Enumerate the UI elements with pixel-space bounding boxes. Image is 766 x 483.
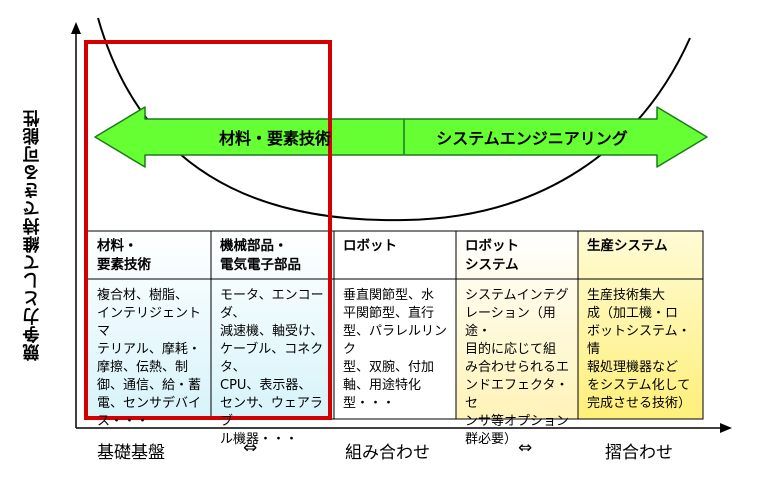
body-line: ボットシステム・情 [587, 324, 691, 357]
column-body-parts: モータ、エンコーダ、 減速機、軸受け、 ケーブル、コネクタ、 CPU、表示器、 … [214, 283, 336, 453]
axes [71, 22, 732, 433]
header-line: 生産システム [587, 238, 668, 254]
body-line: をシステム化して [587, 378, 691, 393]
body-line: ンサ等オプション [465, 414, 570, 429]
header-line: システム [465, 257, 519, 273]
body-line: ンドエフェクタ・セ [465, 378, 569, 411]
body-line: モータ、エンコーダ、 [220, 288, 324, 321]
bottom-label-foundation: 基礎基盤 [97, 443, 165, 463]
arrow-left-label: 材料・要素技術 [218, 129, 331, 148]
body-line: 完成させる技術） [587, 396, 692, 411]
header-line: 機械部品・ [220, 238, 288, 254]
double-arrow [94, 106, 708, 168]
yaxis-label: 競争力として維持できる可能性 [23, 109, 44, 361]
body-line: 平関節型、直行 [343, 306, 435, 321]
column-header-robot: ロボット [337, 233, 455, 260]
column-bg-materials [87, 231, 211, 419]
body-line: センサ、ウェアラブ [220, 396, 323, 429]
table-grid [86, 230, 704, 420]
body-line: 電、センサデバイ [97, 396, 202, 411]
body-line: レーション（用途・ [465, 306, 556, 339]
body-line: システムインテグ [465, 288, 569, 303]
body-line: 型・・・ [343, 396, 396, 411]
bottom-label-arrow-2: ⇔ [518, 438, 533, 458]
body-line: 生産技術集大 [587, 288, 666, 303]
body-line: インテリジェントマ [97, 306, 202, 339]
body-line: 目的に応じて組 [465, 342, 557, 357]
body-line: ケーブル、コネクタ、 [220, 342, 324, 375]
highlight-box [84, 40, 332, 420]
arrow-right-label: システムエンジニアリング [436, 129, 628, 148]
bottom-label-combination: 組み合わせ [345, 443, 430, 463]
body-line: ス・・・ [97, 414, 150, 429]
body-line: CPU、表示器、 [220, 378, 312, 393]
body-line: 垂直関節型、水 [343, 288, 435, 303]
body-line: 軸、用途特化 [343, 378, 422, 393]
column-header-parts: 機械部品・ 電気電子部品 [214, 233, 334, 279]
column-body-materials: 複合材、樹脂、 インテリジェントマ テリアル、摩耗・ 摩擦、伝熱、制 御、通信、… [91, 283, 211, 435]
header-line: 材料・ [97, 238, 138, 254]
column-bg-robot-system [456, 231, 578, 419]
column-bg-production-system [578, 231, 703, 419]
body-line: 成（加工機・ロ [587, 306, 679, 321]
body-line: み合わせられるエ [465, 360, 570, 375]
column-bg-parts [211, 231, 334, 419]
column-body-robot: 垂直関節型、水 平関節型、直行 型、パラレルリンク 型、双腕、付加 軸、用途特化… [337, 283, 457, 417]
column-header-robot-system: ロボット システム [459, 233, 577, 279]
body-line: 報処理機器など [587, 360, 679, 375]
body-line: 群必要） [465, 432, 518, 447]
bottom-label-integration: 摺合わせ [605, 443, 673, 463]
body-line: 複合材、樹脂、 [97, 288, 189, 303]
header-line: ロボット [465, 238, 519, 254]
column-bg-robot [334, 231, 456, 419]
body-line: テリアル、摩耗・ [97, 342, 201, 357]
body-line: ル機器・・・ [220, 432, 299, 447]
body-line: 型、双腕、付加 [343, 360, 435, 375]
column-body-production-system: 生産技術集大 成（加工機・ロ ボットシステム・情 報処理機器など をシステム化し… [581, 283, 703, 417]
column-body-robot-system: システムインテグ レーション（用途・ 目的に応じて組 み合わせられるエ ンドエフ… [459, 283, 579, 453]
body-line: 摩擦、伝熱、制 [97, 360, 189, 375]
body-line: 御、通信、給・蓄 [97, 378, 202, 393]
column-header-materials: 材料・ 要素技術 [91, 233, 211, 279]
body-line: 減速機、軸受け、 [220, 324, 324, 339]
body-line: 型、パラレルリンク [343, 324, 448, 357]
bottom-label-arrow-1: ⇔ [243, 438, 258, 458]
header-line: ロボット [343, 238, 397, 254]
column-header-production-system: 生産システム [581, 233, 701, 260]
header-line: 要素技術 [97, 257, 151, 273]
header-line: 電気電子部品 [220, 257, 301, 273]
